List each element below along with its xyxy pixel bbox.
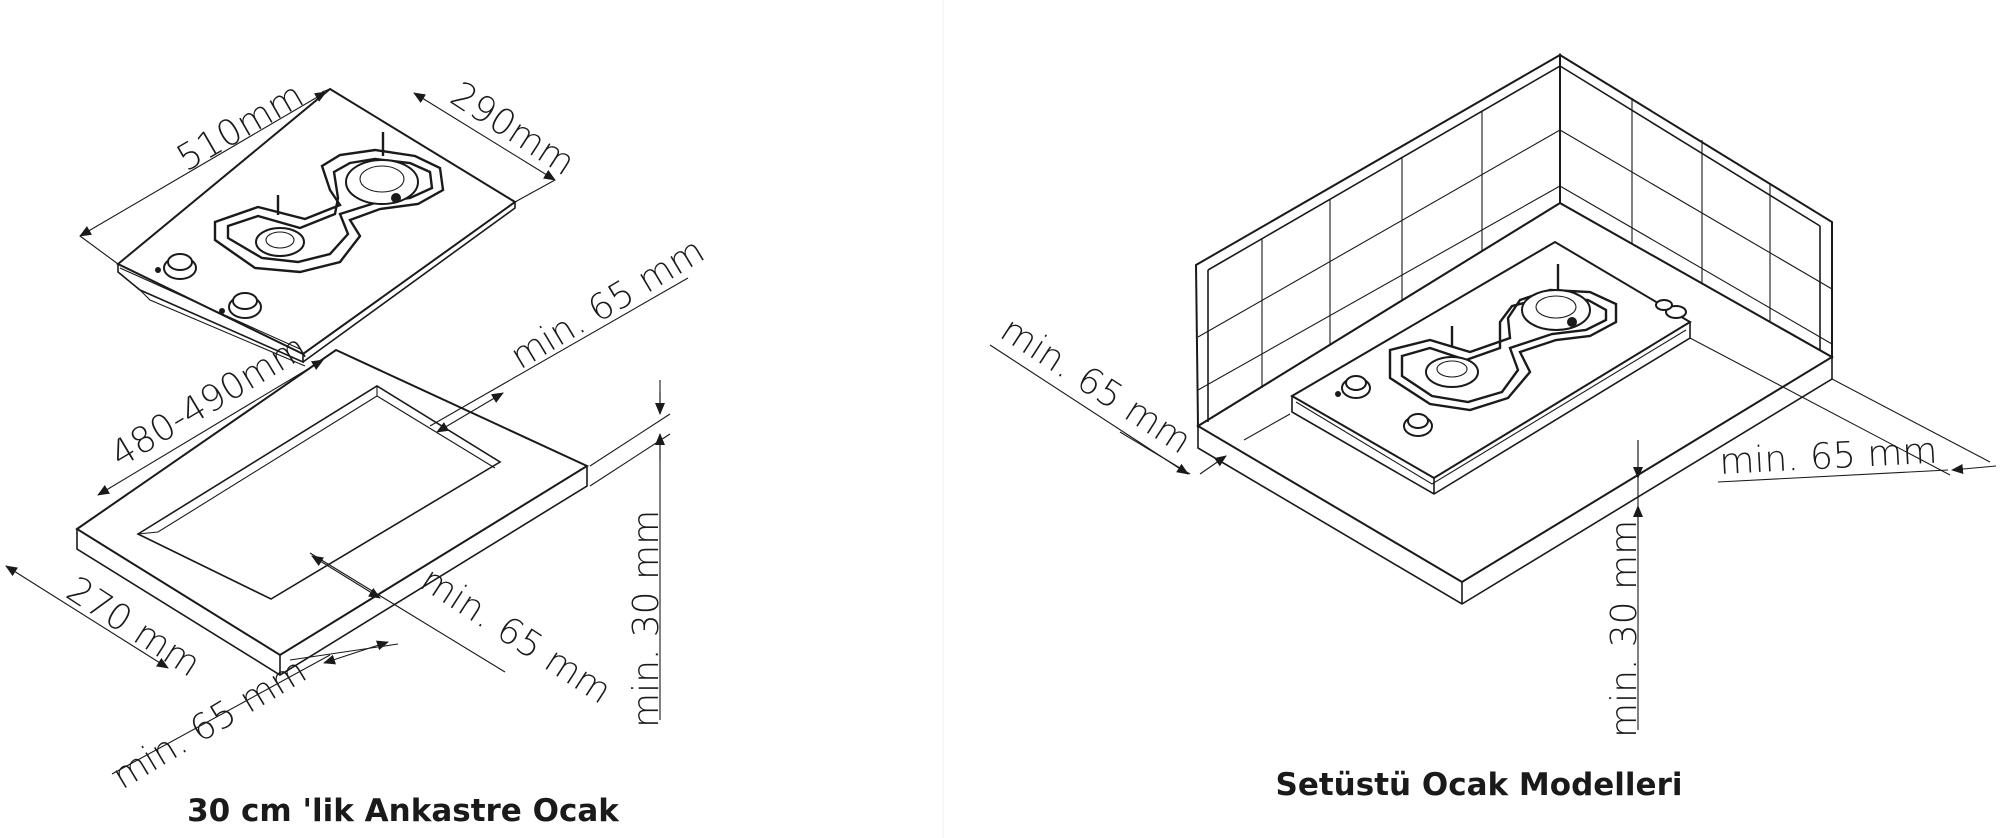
- cutout-width-dimension-line: [5, 565, 169, 669]
- knob-icon: [219, 292, 262, 319]
- side-clearance-dimension-line: [311, 555, 381, 599]
- front-clearance-dimension-line: [323, 640, 389, 665]
- small-burner-icon: [255, 227, 305, 257]
- right-clearance-label: min. 65 mm: [1718, 431, 1938, 483]
- hob-drawing: [116, 87, 517, 367]
- hob-width-label: 290mm: [443, 74, 582, 184]
- freestanding-hob-drawing: [1290, 240, 1692, 495]
- large-burner-icon: [1521, 289, 1591, 331]
- knob-icon: [1335, 375, 1371, 399]
- gas-connector-icon: [1655, 299, 1687, 319]
- built-in-hob-caption: 30 cm 'lik Ankastre Ocak: [187, 793, 620, 829]
- freestanding-hob-caption: Setüstü Ocak Modelleri: [1276, 767, 1683, 803]
- right-clearance-dimension-line: [1951, 464, 1997, 474]
- built-in-hob-figure: 510mm 290mm 480-490mm 270 mm min. 65 mm …: [5, 74, 712, 829]
- large-burner-icon: [345, 159, 419, 205]
- hob-width-dimension-line: [413, 92, 556, 181]
- knob-icon: [1403, 413, 1433, 437]
- tiled-backsplash: [1194, 53, 1833, 428]
- freestanding-hob-figure: min. 65 mm min. 65 mm min. 30 mm Setüstü…: [989, 53, 1997, 803]
- front-clearance-label: min. 65 mm: [106, 650, 314, 798]
- back-clearance-dimension-line: [436, 392, 504, 433]
- small-burner-icon: [1425, 356, 1479, 388]
- side-clearance-label: min. 65 mm: [413, 559, 618, 712]
- knob-icon: [155, 253, 197, 280]
- hob-length-dimension-line: [79, 91, 327, 237]
- left-clearance-label: min. 65 mm: [993, 309, 1198, 462]
- below-clearance-label: min. 30 mm: [1604, 520, 1645, 738]
- cutout-length-dimension-line: [97, 359, 324, 496]
- below-clearance-label: min. 30 mm: [626, 510, 667, 728]
- left-clearance-dimension-line: [1199, 455, 1227, 475]
- back-clearance-label: min. 65 mm: [504, 230, 712, 378]
